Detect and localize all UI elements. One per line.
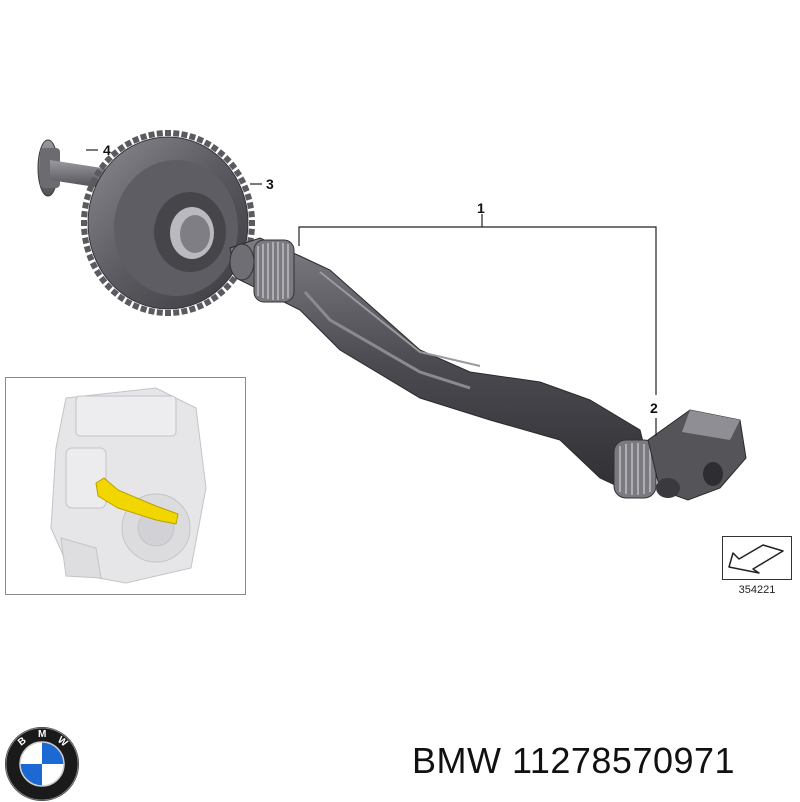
engine-icon <box>50 387 207 584</box>
arrow-icon <box>728 544 784 574</box>
highlighted-shaft <box>95 477 179 525</box>
bmw-logo-icon: B M W <box>5 727 79 801</box>
reference-box <box>722 536 792 580</box>
part-title: BMW 11278570971 <box>412 740 735 782</box>
balance-shaft-part <box>229 237 747 501</box>
brand-name: BMW <box>412 740 502 781</box>
part-number: 11278570971 <box>512 740 736 781</box>
gear-part <box>81 130 255 316</box>
bolt-part <box>37 139 108 197</box>
engine-overview-inset <box>5 377 246 595</box>
callout-3: 3 <box>266 176 274 192</box>
callout-1: 1 <box>477 200 485 216</box>
svg-text:M: M <box>38 729 46 740</box>
reference-number: 354221 <box>738 584 776 596</box>
leader-lines <box>86 149 657 436</box>
callout-4: 4 <box>103 142 111 158</box>
callout-2: 2 <box>650 400 658 416</box>
